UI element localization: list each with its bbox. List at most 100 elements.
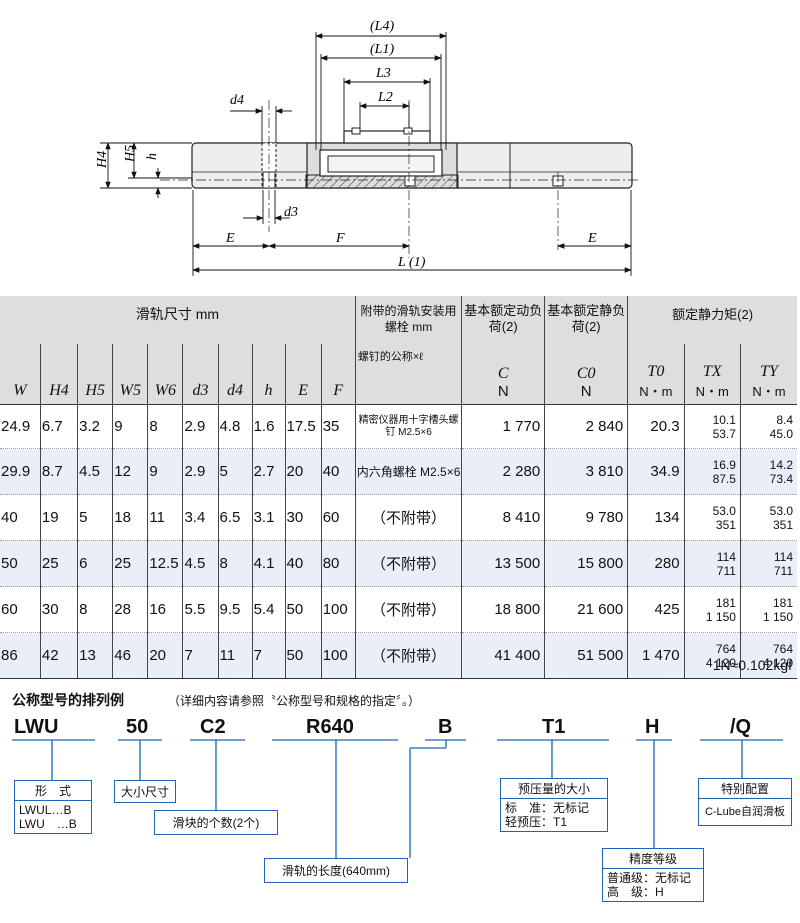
cell-t0: 425 <box>627 586 685 633</box>
box-preload-line-2: 轻预压：T1 <box>505 815 568 829</box>
sym-C0: C0 <box>576 365 596 382</box>
cell-w: 50 <box>0 540 41 587</box>
unit-note: 1N≈0.102kgf <box>712 657 792 673</box>
header-bolt-sub: 螺钉的公称×ℓ <box>357 351 423 363</box>
col-TX: TX N・m <box>683 344 741 405</box>
col-E: E <box>284 344 322 405</box>
sym-TX: TX <box>702 363 722 380</box>
cell-h5: 6 <box>77 540 113 587</box>
spec-table: 滑轨尺寸 mm 附带的滑轨安装用螺栓 mm 螺钉的公称×ℓ 基本额定动负荷(2)… <box>0 296 797 679</box>
cell-h: 1.6 <box>251 404 286 449</box>
box-form-line-1: LWUL…B <box>19 803 72 817</box>
label-L4: (L4) <box>370 19 394 34</box>
cell-d4: 8 <box>217 540 253 587</box>
cell-c0: 2 840 <box>544 404 628 449</box>
label-d3: d3 <box>284 205 298 220</box>
unit-TX: N・m <box>695 384 729 399</box>
box-precision-line-2: 高 级：H <box>607 885 664 899</box>
cell-w6: 12.5 <box>147 540 183 587</box>
unit-TY: N・m <box>752 384 786 399</box>
cell-w5: 25 <box>112 540 148 587</box>
cell-ty-value: 351 <box>772 517 793 532</box>
label-L: L (1) <box>397 255 426 270</box>
cell-h4: 19 <box>39 494 78 541</box>
cell-bolt: （不附带） <box>354 632 462 679</box>
cell-ty-value: 14.2 <box>769 457 793 472</box>
label-L2: L2 <box>377 90 393 105</box>
cell-d3: 5.5 <box>182 586 219 633</box>
cell-f: 100 <box>320 632 356 679</box>
unit-C0: N <box>580 383 592 400</box>
cell-ty-value: 764 <box>772 641 793 656</box>
cell-w6: 11 <box>147 494 183 541</box>
cell-h5: 8 <box>77 586 113 633</box>
col-F: F <box>320 344 356 405</box>
label-H5: H5 <box>123 145 138 163</box>
box-special-line-1: C-Lube自润滑板 <box>704 806 786 818</box>
cell-tx-value: 351 <box>715 517 736 532</box>
cell-c0: 51 500 <box>544 632 628 679</box>
cell-w: 60 <box>0 586 41 633</box>
cell-w: 24.9 <box>0 404 41 449</box>
cell-ty-value: 181 <box>772 595 793 610</box>
header-c0: 基本额定静负荷(2) <box>544 296 628 344</box>
cell-bolt: 精密仪器用十字槽头螺钉 M2.5×6 <box>354 404 462 449</box>
label-H4: H4 <box>95 151 110 169</box>
cell-tx-value: 764 <box>715 641 736 656</box>
cell-e: 40 <box>284 540 322 587</box>
col-W5: W5 <box>112 344 148 405</box>
cell-e: 17.5 <box>284 404 322 449</box>
cell-w: 86 <box>0 632 41 679</box>
box-length: 滑轨的长度(640mm) <box>264 858 408 883</box>
col-H4: H4 <box>39 344 78 405</box>
cell-f: 80 <box>320 540 356 587</box>
label-h: h <box>145 153 160 160</box>
header-c: 基本额定动负荷(2) <box>461 296 545 344</box>
cell-f: 40 <box>320 448 356 495</box>
cell-ty-value: 73.4 <box>769 471 793 486</box>
naming-connectors <box>12 739 783 858</box>
cell-f: 60 <box>320 494 356 541</box>
header-bolt: 附带的滑轨安装用螺栓 mm 螺钉的公称×ℓ <box>354 296 462 405</box>
box-form-title: 形 式 <box>15 781 91 801</box>
cell-c: 13 500 <box>461 540 545 587</box>
cell-c: 18 800 <box>461 586 545 633</box>
cell-d3: 2.9 <box>182 404 219 449</box>
cell-tx-value: 711 <box>716 563 736 578</box>
sym-C: C <box>497 365 509 382</box>
cell-e: 30 <box>284 494 322 541</box>
cell-tx-value: 4 120 <box>705 655 736 670</box>
cell-tx-value: 16.9 <box>712 457 736 472</box>
cell-e: 20 <box>284 448 322 495</box>
code-form: LWU <box>14 716 59 738</box>
col-d4: d4 <box>217 344 253 405</box>
cell-f: 35 <box>320 404 356 449</box>
box-precision: 精度等级 普通级：无标记 高 级：H <box>602 848 704 902</box>
label-L3: L3 <box>375 66 391 81</box>
cell-h: 3.1 <box>251 494 286 541</box>
cell-d4: 6.5 <box>217 494 253 541</box>
col-h: h <box>251 344 286 405</box>
cell-d4: 11 <box>217 632 253 679</box>
cell-f: 100 <box>320 586 356 633</box>
code-material: B <box>438 716 453 738</box>
cell-h4: 25 <box>39 540 78 587</box>
col-d3: d3 <box>182 344 219 405</box>
cell-tx-value: 53.7 <box>712 426 736 441</box>
cell-h4: 6.7 <box>39 404 78 449</box>
cell-h5: 5 <box>77 494 113 541</box>
naming-title: 公称型号的排列例 <box>12 692 124 708</box>
naming-note: （详细内容请参照〝公称型号和规格的指定〞。） <box>168 694 421 708</box>
cell-h4: 30 <box>39 586 78 633</box>
box-preload-title: 预压量的大小 <box>501 779 607 799</box>
cell-h: 2.7 <box>251 448 286 495</box>
cell-w6: 16 <box>147 586 183 633</box>
